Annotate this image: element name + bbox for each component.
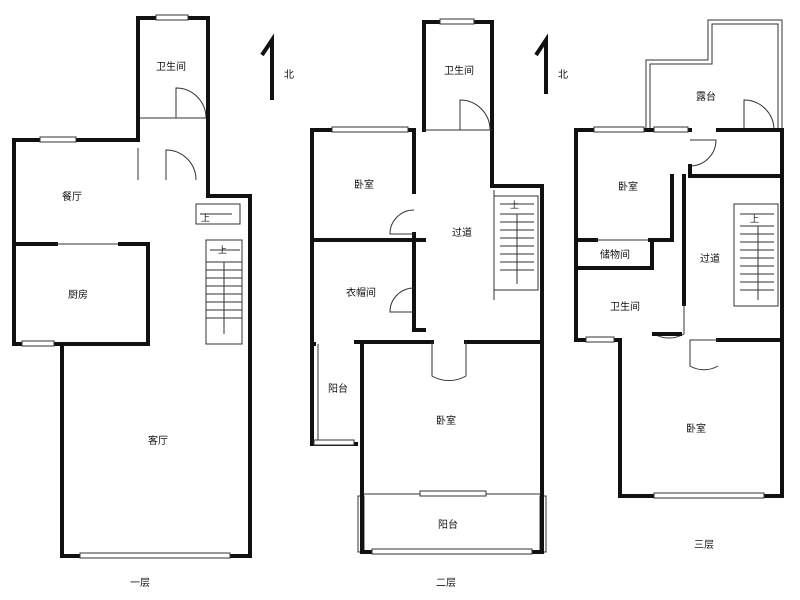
window bbox=[21, 340, 55, 347]
floor-label: 三层 bbox=[694, 539, 714, 551]
window bbox=[313, 439, 355, 446]
room-label-storage: 储物间 bbox=[600, 248, 630, 261]
north-label: 北 bbox=[284, 69, 294, 81]
door-swing bbox=[689, 339, 719, 371]
room-label-corridor: 过道 bbox=[452, 226, 472, 239]
staircase: 上 上 bbox=[195, 203, 243, 345]
window bbox=[439, 18, 475, 25]
window bbox=[653, 492, 765, 499]
room-label-balcony: 阳台 bbox=[438, 518, 458, 531]
window bbox=[331, 126, 409, 133]
window bbox=[155, 14, 189, 21]
door-swing bbox=[389, 287, 415, 313]
floor-3-plan: 露台 卧室 储物间 过道 上 bbox=[574, 19, 784, 551]
room-label-bathroom: 卫生间 bbox=[610, 300, 640, 313]
floor-1-plan: 北 卫生间 餐厅 厨房 上 上 bbox=[12, 14, 294, 589]
floor-label: 一层 bbox=[130, 577, 150, 589]
north-arrow-icon bbox=[534, 33, 548, 94]
window bbox=[419, 490, 487, 497]
room-label-corridor: 过道 bbox=[700, 252, 720, 265]
room-label-closet: 衣帽间 bbox=[346, 286, 376, 299]
room-label-kitchen: 厨房 bbox=[68, 288, 88, 301]
room-label-living: 客厅 bbox=[148, 434, 168, 447]
north-label: 北 bbox=[558, 69, 568, 81]
room-label-bedroom: 卧室 bbox=[618, 180, 638, 193]
window bbox=[585, 336, 615, 343]
door-swing bbox=[165, 149, 197, 181]
door-swing bbox=[689, 139, 717, 167]
room-label-bathroom: 卫生间 bbox=[156, 60, 186, 73]
door-swing bbox=[431, 342, 467, 382]
door-swing bbox=[459, 99, 491, 131]
stair-up-label: 上 bbox=[510, 200, 519, 211]
room-label-bathroom: 卫生间 bbox=[444, 64, 474, 77]
room-label-bedroom: 卧室 bbox=[436, 414, 456, 427]
window bbox=[79, 552, 231, 559]
window bbox=[371, 548, 533, 555]
room-label-bedroom: 卧室 bbox=[354, 178, 374, 191]
floor-label: 二层 bbox=[436, 577, 456, 589]
stair-up-label: 上 bbox=[218, 245, 227, 256]
stair-up-label: 上 bbox=[750, 214, 759, 225]
floor-2-plan: 北 卫生间 卧室 衣帽间 过道 上 bbox=[310, 18, 568, 589]
door-swing bbox=[743, 99, 775, 131]
north-arrow-icon bbox=[260, 33, 274, 100]
room-label-dining: 餐厅 bbox=[62, 190, 82, 203]
staircase: 上 bbox=[733, 203, 779, 307]
stair-up-label: 上 bbox=[201, 213, 210, 224]
door-swing bbox=[389, 209, 415, 235]
room-label-terrace: 露台 bbox=[696, 90, 716, 103]
window bbox=[593, 126, 645, 133]
room-label-balcony: 阳台 bbox=[328, 382, 348, 395]
window bbox=[653, 126, 689, 133]
door-swing bbox=[175, 87, 207, 119]
window bbox=[39, 136, 77, 143]
room-label-bedroom: 卧室 bbox=[686, 422, 706, 435]
staircase: 上 bbox=[493, 190, 539, 300]
